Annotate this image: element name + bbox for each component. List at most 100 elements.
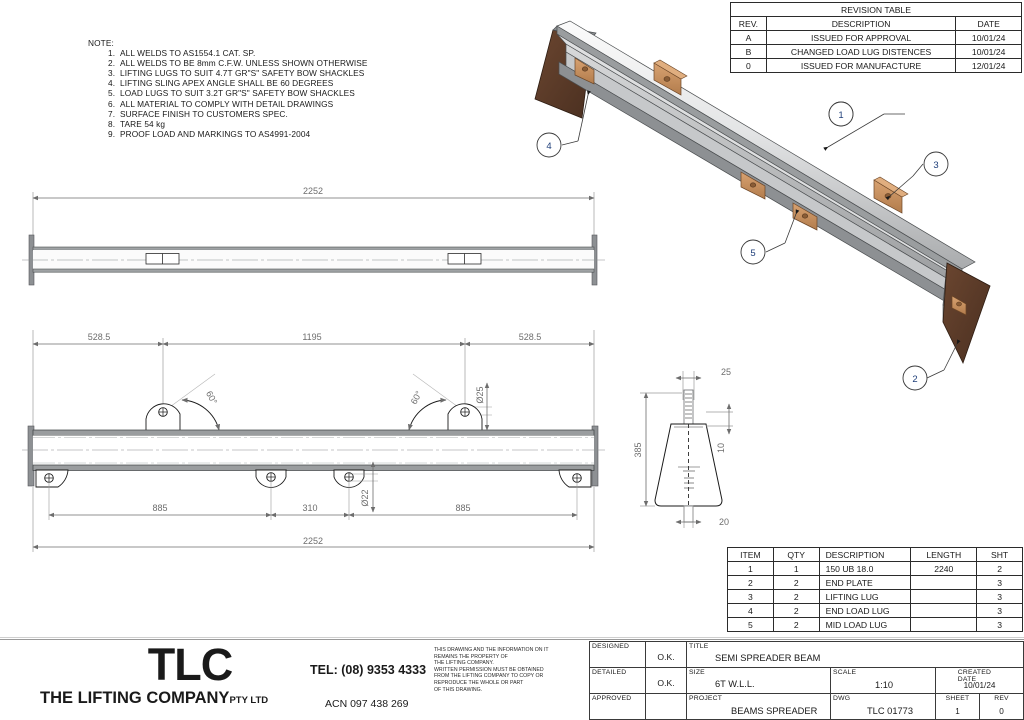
project-cell: PROJECT BEAMS SPREADER <box>686 693 831 720</box>
scale-cell: SCALE 1:10 <box>830 667 936 694</box>
table-row: 4 2 END LOAD LUG 3 <box>727 603 1023 618</box>
elev-angle-right: 60° <box>409 389 424 406</box>
plan-lifting-lug-right <box>447 253 482 265</box>
bom-cell-item: 2 <box>727 575 774 590</box>
rev-label: REV <box>994 695 1009 702</box>
bom-cell-qty: 1 <box>772 561 820 576</box>
note-item: 4.LIFTING SLING APEX ANGLE SHALL BE 60 D… <box>108 78 334 89</box>
company-acn: ACN 097 438 269 <box>325 698 409 710</box>
elev-lifting-lug-right <box>447 403 483 432</box>
logo-fullname-text: THE LIFTING COMPANY <box>40 689 230 707</box>
created-date-cell: CREATED DATE 10/01/24 <box>935 667 1024 694</box>
designed-value-cell: O.K. <box>645 641 687 668</box>
revision-header-date: DATE <box>955 16 1022 31</box>
plan-beam-flange-top <box>32 246 595 251</box>
elev-dim-left: 528.5 <box>88 332 111 342</box>
title-label: TITLE <box>689 643 709 650</box>
iso-lug-item4 <box>574 57 595 85</box>
title-block-row-3: APPROVED PROJECT BEAMS SPREADER DWG TLC … <box>589 693 1024 720</box>
svg-text:1: 1 <box>838 110 843 121</box>
title-block-grid: DESIGNED O.K. TITLE SEMI SPREADER BEAM D… <box>589 641 1024 720</box>
svg-text:4: 4 <box>546 141 551 152</box>
end-detail-base-stem <box>683 505 694 523</box>
dwg-cell: DWG TLC 01773 <box>830 693 936 720</box>
revision-cell-rev: 0 <box>730 58 767 73</box>
size-cell: SIZE 6T W.L.L. <box>686 667 831 694</box>
elev-dim-right: 528.5 <box>519 332 542 342</box>
project-label: PROJECT <box>689 695 723 702</box>
revision-cell-date: 10/01/24 <box>955 30 1022 45</box>
company-logo: TLC THE LIFTING COMPANYPTY LTD <box>40 639 430 717</box>
bom-cell-description: END LOAD LUG <box>818 603 912 618</box>
isometric-view: 1 2 3 4 5 <box>534 20 991 391</box>
approved-value-cell <box>645 693 687 720</box>
company-telephone: TEL: (08) 9353 4333 <box>310 663 427 677</box>
revision-header-rev: REV. <box>730 16 767 31</box>
bom-cell-length: 2240 <box>910 561 978 576</box>
svg-text:2: 2 <box>912 374 917 385</box>
title-block-row-2: DETAILED O.K. SIZE 6T W.L.L. SCALE 1:10 … <box>589 667 1024 694</box>
size-label: SIZE <box>689 669 705 676</box>
bom-header-item: ITEM <box>727 547 774 562</box>
elev-angle-left: 60° <box>204 389 219 406</box>
logo-acronym: TLC <box>147 639 233 690</box>
bom-cell-length <box>910 575 978 590</box>
bom-cell-item: 3 <box>727 589 774 604</box>
note-item: 8.TARE 54 kg <box>108 118 166 129</box>
bom-cell-item: 4 <box>727 603 774 618</box>
elev-beam-top-flange <box>32 429 595 436</box>
plan-lifting-lug-left <box>145 253 180 265</box>
bom-cell-qty: 2 <box>772 617 820 632</box>
end-dim-385: 385 <box>633 442 643 457</box>
detailed-value: O.K. <box>657 678 675 688</box>
rev-value: 0 <box>999 707 1004 716</box>
iso-lug-right-end <box>951 295 967 316</box>
plan-dim-overall: 2252 <box>32 184 595 250</box>
bom-cell-length <box>910 589 978 604</box>
detailed-label: DETAILED <box>592 669 627 676</box>
elev-load-hole-dia: Ø22 <box>360 489 370 506</box>
end-dim-25: 25 <box>721 367 731 377</box>
title-value: SEMI SPREADER BEAM <box>715 653 821 663</box>
end-dim-10: 10 <box>716 443 726 453</box>
logo-pty-ltd: PTY LTD <box>229 695 269 706</box>
rev-cell: REV 0 <box>980 694 1024 719</box>
end-detail-weld-hatch-mid <box>674 426 703 489</box>
created-date-value: 10/01/24 <box>963 681 996 690</box>
bom-table-header-row: ITEM QTY DESCRIPTION LENGTH SHT <box>727 547 1023 562</box>
plan-dim-label: 2252 <box>303 186 323 196</box>
bom-cell-qty: 2 <box>772 603 820 618</box>
elev-dim-top-chain: 528.5 1195 528.5 <box>32 330 595 430</box>
notes-heading: NOTE: <box>88 38 114 48</box>
revision-cell-description: CHANGED LOAD LUG DISTENCES <box>765 44 957 59</box>
elev-overall-label: 2252 <box>303 536 323 546</box>
revision-cell-date: 12/01/24 <box>955 58 1022 73</box>
table-row: B CHANGED LOAD LUG DISTENCES 10/01/24 <box>730 44 1022 59</box>
revision-table: REVISION TABLE REV. DESCRIPTION DATE A I… <box>730 2 1022 73</box>
table-row: 3 2 LIFTING LUG 3 <box>727 589 1023 604</box>
elevation-view: 528.5 1195 528.5 60° 60° Ø25 <box>22 330 605 552</box>
table-row: 0 ISSUED FOR MANUFACTURE 12/01/24 <box>730 58 1022 73</box>
revision-table-title: REVISION TABLE <box>730 2 1022 17</box>
end-detail-plate <box>654 423 723 507</box>
created-date-label: CREATED DATE <box>957 669 992 683</box>
note-item: 9.PROOF LOAD AND MARKINGS TO AS4991-2004 <box>108 128 311 139</box>
end-view-detail: 25 385 10 <box>633 367 733 528</box>
dwg-label: DWG <box>833 695 851 702</box>
elev-dim-885-left: 885 <box>152 503 167 513</box>
table-row: 5 2 MID LOAD LUG 3 <box>727 617 1023 632</box>
bom-cell-length <box>910 617 978 632</box>
revision-cell-description: ISSUED FOR APPROVAL <box>765 30 957 45</box>
note-item: 2.ALL WELDS TO BE 8mm C.F.W. UNLESS SHOW… <box>108 58 368 69</box>
sheet-cell: SHEET 1 <box>936 694 980 719</box>
table-row: 1 1 150 UB 18.0 2240 2 <box>727 561 1023 576</box>
iso-lug-lifting-left <box>653 59 688 96</box>
title-block-row-1: DESIGNED O.K. TITLE SEMI SPREADER BEAM <box>589 641 1024 668</box>
elev-load-hole-callout: Ø22 <box>349 461 378 513</box>
elev-mid-load-lug-right <box>333 469 365 520</box>
note-item: 7.SURFACE FINISH TO CUSTOMERS SPEC. <box>108 108 288 119</box>
disclaimer-line: WRITTEN PERMISSION MUST BE OBTAINED <box>434 666 544 673</box>
bom-cell-length <box>910 603 978 618</box>
title-block-separator <box>0 637 1024 638</box>
dwg-value: TLC 01773 <box>867 706 913 716</box>
